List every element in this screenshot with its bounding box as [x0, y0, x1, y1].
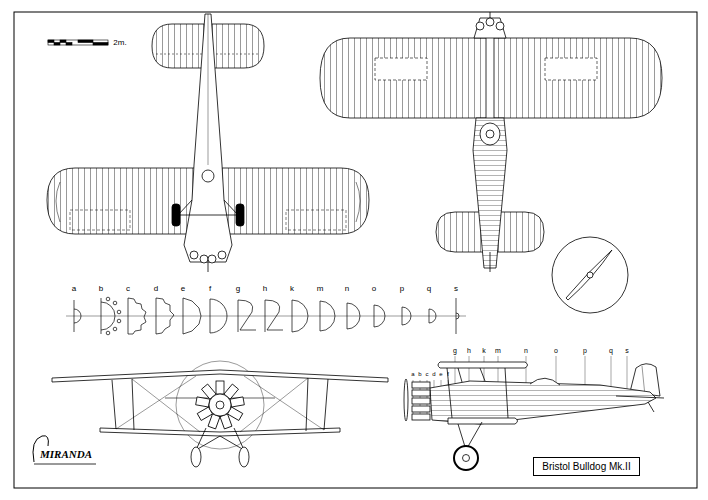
- station-letter: b: [418, 371, 421, 377]
- station-letter: f: [447, 371, 449, 377]
- section-letter: f: [209, 285, 211, 293]
- propeller-view: [552, 237, 628, 313]
- station-letter: h: [467, 347, 471, 354]
- section-letter: p: [400, 285, 404, 293]
- underside-view: [47, 14, 369, 272]
- signature-mark: [33, 436, 96, 464]
- section-letter: s: [454, 285, 458, 293]
- section-letter: a: [72, 285, 76, 293]
- station-letter: k: [482, 347, 486, 354]
- scale-label: 2m.: [113, 39, 126, 47]
- cross-sections: [66, 297, 466, 335]
- station-letter: q: [609, 347, 613, 354]
- section-letter: c: [126, 285, 130, 293]
- station-letter: e: [439, 371, 442, 377]
- section-letter: n: [345, 285, 349, 293]
- section-letter: m: [317, 285, 324, 293]
- station-letter: p: [583, 347, 587, 354]
- section-letter: b: [99, 285, 103, 293]
- title-box: Bristol Bulldog Mk.II: [533, 457, 640, 476]
- section-letter: d: [154, 285, 158, 293]
- side-view: [404, 356, 664, 470]
- title-text: Bristol Bulldog Mk.II: [542, 461, 630, 472]
- station-letter: m: [495, 347, 501, 354]
- section-letter: k: [290, 285, 294, 293]
- station-letter: s: [625, 347, 629, 354]
- station-letter: a: [411, 371, 414, 377]
- section-letter: q: [427, 285, 431, 293]
- station-letter: c: [426, 371, 429, 377]
- top-view: [320, 12, 662, 272]
- station-letter: d: [432, 371, 435, 377]
- station-letter: g: [453, 347, 457, 354]
- station-letter: n: [524, 347, 528, 354]
- scale-bar: [48, 40, 108, 45]
- front-view: [52, 361, 388, 467]
- section-letter: g: [236, 285, 240, 293]
- section-letter: o: [372, 285, 376, 293]
- station-letter: o: [554, 347, 558, 354]
- section-letter: e: [181, 285, 185, 293]
- frame: [14, 12, 697, 488]
- section-letter: h: [263, 285, 267, 293]
- signature: MIRANDA: [40, 449, 92, 460]
